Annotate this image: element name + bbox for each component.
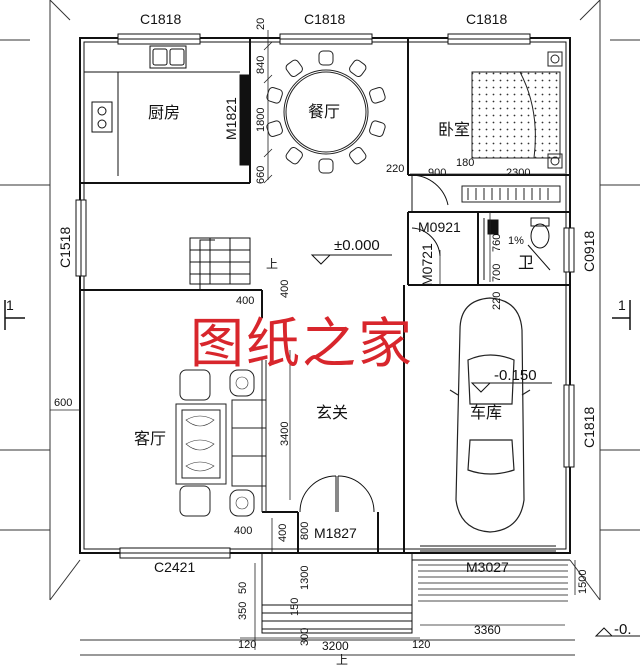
room-foyer: 玄关 [316,403,348,422]
dining-chair [266,120,283,137]
dim-300: 300 [299,628,311,646]
dim-3400: 3400 [279,422,291,446]
room-dining: 餐厅 [308,102,340,121]
dim-1800: 1800 [255,108,267,132]
dining-chairs [266,50,386,174]
dining-chair [369,120,386,137]
dining-chair [285,59,303,78]
dim-220b: 220 [491,292,503,310]
dim-2300: 2300 [506,167,530,179]
dining-chair [349,146,367,165]
window-openings [75,33,575,559]
window-label-left-stair: C1518 [57,227,73,268]
dim-840: 840 [255,56,267,74]
sofa-set [175,360,267,517]
door-label-kitchen: M1821 [223,97,239,140]
door-label-bedroom: M0921 [418,219,461,235]
window-label-top-left: C1818 [140,11,181,27]
dim-800: 800 [299,522,311,540]
dim-1500: 1500 [577,570,589,594]
garage-ramp [418,564,568,602]
car [449,297,531,533]
level-markers [310,254,640,637]
door-label-entry: M1827 [314,525,357,541]
level-garage: -0.150 [494,367,537,384]
dim-150: 150 [289,598,301,616]
dim-120b: 120 [412,639,430,651]
section-mark-left: 1 [6,297,14,313]
dim-3200: 3200 [322,639,349,653]
dim-760: 760 [491,234,503,252]
dim-660: 660 [255,166,267,184]
door-label-bath: M0721 [419,243,435,286]
dining-chair [318,50,334,66]
dim-900: 900 [428,167,446,179]
stair-up-label: 上 [266,257,278,271]
entry-steps [261,552,570,634]
dining-chair [349,59,367,78]
bathroom-fixtures [411,217,551,280]
level-main: ±0.000 [334,237,380,254]
window-label-top-right: C1818 [466,11,507,27]
level-outside: -0. [614,621,632,638]
window-label-bottom-living: C2421 [154,559,195,575]
room-kitchen: 厨房 [148,103,180,122]
entry-door [299,475,375,513]
dim-1300: 1300 [299,566,311,590]
slope-label: 1% [508,235,524,247]
window-label-right-bath: C0918 [581,231,597,272]
bed [471,51,563,169]
window-label-top-mid: C1818 [304,11,345,27]
dim-350: 350 [237,602,249,620]
dim-20: 20 [255,18,267,30]
dim-700: 700 [491,264,503,282]
rug-pattern [185,376,249,510]
watermark-text: 图纸之家 [190,312,414,375]
section-mark-right: 1 [618,297,626,313]
dining-chair [285,146,303,165]
dining-chair [369,87,386,104]
room-garage: 车库 [470,403,502,422]
dimension-lines [50,30,576,650]
dim-50: 50 [237,582,249,594]
dim-400d: 400 [277,524,289,542]
window-label-right-garage: C1818 [581,407,597,448]
staircase [189,237,251,290]
wardrobe [461,185,561,203]
garage-door [420,545,556,552]
room-bathroom: 卫 [518,253,534,272]
outer-frame [0,0,640,656]
dim-400b: 400 [279,280,291,298]
dining-chair [318,158,334,174]
dim-220a: 220 [386,163,404,175]
dim-180: 180 [456,157,474,169]
dim-600: 600 [54,397,72,409]
dim-3360: 3360 [474,623,501,637]
stair-up-label-bottom: 上 [336,653,348,667]
room-bedroom: 卧室 [438,120,470,139]
door-label-garage: M3027 [466,559,509,575]
dim-120a: 120 [238,639,256,651]
bedroom-door [411,174,449,212]
dim-400a: 400 [236,295,254,307]
room-living: 客厅 [134,429,166,448]
dining-chair [266,87,283,104]
dim-400c: 400 [234,525,252,537]
kitchen-counter [84,45,240,176]
kitchen-door [239,74,251,166]
section-marks [4,300,631,330]
dining-table [283,69,369,155]
